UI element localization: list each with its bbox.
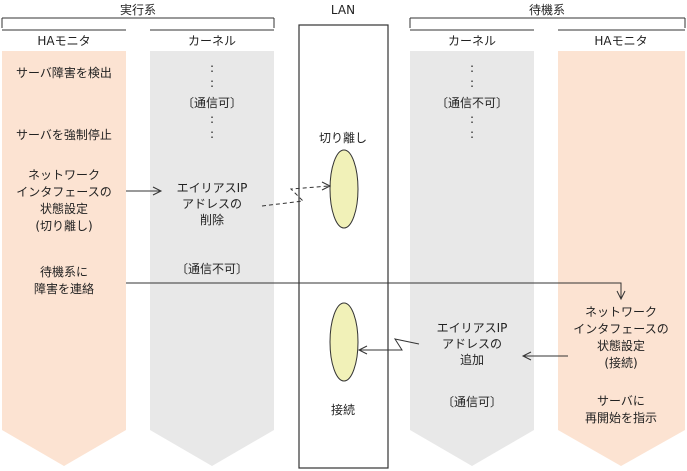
active-ha-step-notify-l1: 待機系に <box>39 265 89 279</box>
active-ha-step-detect: サーバ障害を検出 <box>16 66 112 80</box>
standby-kernel-proc-l2: アドレスの <box>441 337 503 351</box>
active-system-header: 実行系 <box>119 3 157 17</box>
active-kernel-dots-4: : <box>209 127 215 141</box>
active-kernel-dots-2: : <box>209 76 215 90</box>
standby-ha-step-restart-l2: 再開始を指示 <box>584 411 658 425</box>
active-kernel-proc-l1: エイリアスIP <box>176 181 248 195</box>
active-ha-step-notify-l2: 障害を連絡 <box>33 282 95 296</box>
standby-kernel-proc-l1: エイリアスIP <box>436 321 508 335</box>
standby-kernel-column <box>410 51 534 466</box>
standby-ha-step-netif-l4: (接続) <box>604 356 638 370</box>
active-kernel-status-ok: 〔通信可〕 <box>181 96 243 110</box>
active-ha-column <box>2 51 126 466</box>
standby-ha-step-netif-l1: ネットワーク <box>584 305 658 319</box>
standby-ha-column <box>558 51 685 466</box>
arrow-notify-standby <box>126 282 626 301</box>
standby-kernel-dots-2: : <box>469 76 475 90</box>
standby-kernel-dots-4: : <box>469 127 475 141</box>
active-kernel-dots-1: : <box>209 61 215 75</box>
arrow-standby-ha-to-kernel <box>521 351 568 361</box>
active-kernel-column <box>150 51 274 466</box>
active-ha-step-netif-l1: ネットワーク <box>27 168 101 182</box>
active-ha-step-netif-l4: (切り離し) <box>35 219 93 233</box>
active-ha-step-netif-l2: インタフェースの <box>16 185 112 199</box>
active-ha-step-stop: サーバを強制停止 <box>16 128 112 142</box>
lan-attach-ellipse <box>329 302 359 382</box>
lan-detach-label: 切り離し <box>318 131 368 145</box>
lan-box <box>298 24 389 469</box>
standby-ha-step-restart-l1: サーバに <box>597 394 645 408</box>
standby-kernel-status-ng: 〔通信不可〕 <box>435 96 509 110</box>
standby-kernel-dots-1: : <box>469 61 475 75</box>
active-ha-title: HAモニタ <box>37 34 91 48</box>
lan-detach-ellipse <box>329 149 359 229</box>
lan-header: LAN <box>330 3 356 17</box>
standby-kernel-status-ok: 〔通信可〕 <box>441 395 503 409</box>
active-kernel-dots-3: : <box>209 112 215 126</box>
active-ha-step-netif-l3: 状態設定 <box>39 202 89 216</box>
standby-kernel-dots-3: : <box>469 112 475 126</box>
active-kernel-proc-l2: アドレスの <box>181 197 243 211</box>
standby-system-header: 待機系 <box>528 3 566 17</box>
standby-ha-step-netif-l2: インタフェースの <box>573 322 669 336</box>
standby-ha-step-netif-l3: 状態設定 <box>596 339 646 353</box>
standby-kernel-title: カーネル <box>447 34 497 48</box>
standby-kernel-proc-l3: 追加 <box>459 353 485 367</box>
active-kernel-status-ng: 〔通信不可〕 <box>175 262 249 276</box>
standby-ha-title: HAモニタ <box>594 34 648 48</box>
arrow-attach-lightning <box>357 338 420 355</box>
active-kernel-title: カーネル <box>187 34 237 48</box>
active-kernel-proc-l3: 削除 <box>199 213 225 227</box>
lan-attach-label: 接続 <box>330 403 356 417</box>
arrow-detach-lightning <box>261 185 330 207</box>
